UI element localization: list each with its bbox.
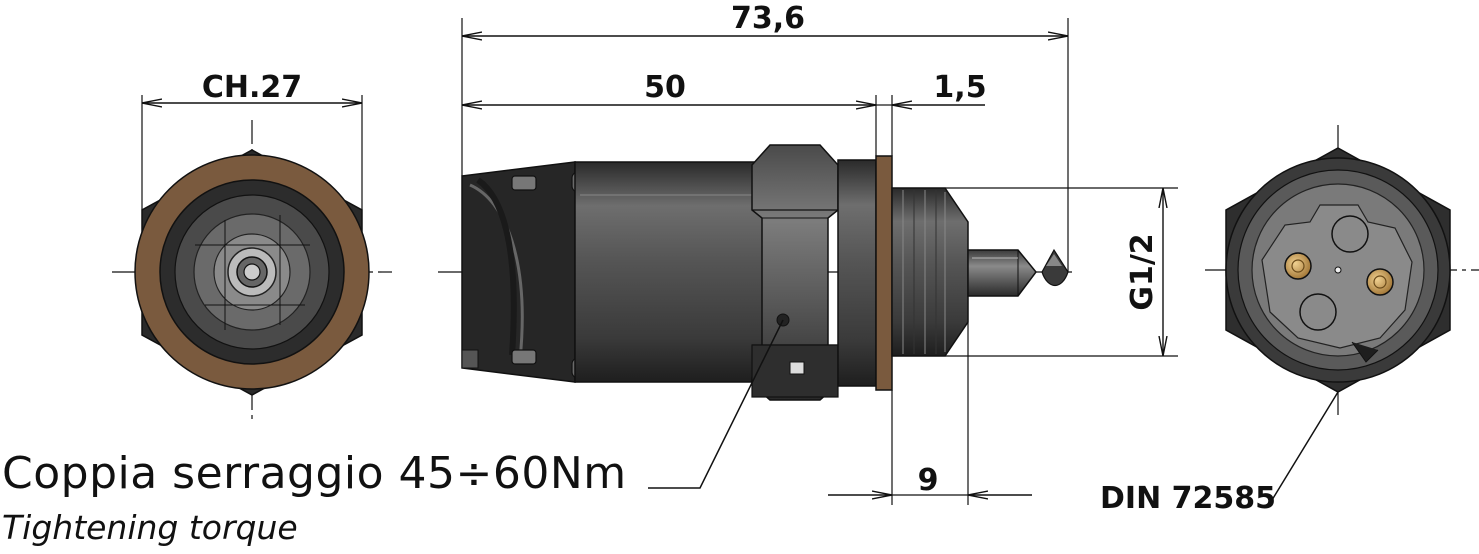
tightening-torque-note: Coppia serraggio 45÷60Nm bbox=[2, 448, 627, 499]
body-length-label: 50 bbox=[644, 70, 686, 105]
connector-pin-face-view bbox=[1205, 125, 1479, 501]
connector-side-view bbox=[438, 144, 1072, 401]
hex-end-view bbox=[112, 95, 392, 420]
hex-dimension-label: CH.27 bbox=[202, 70, 302, 105]
thread-length-label: 9 bbox=[918, 463, 939, 498]
thread-size-label: G1/2 bbox=[1125, 233, 1160, 310]
side-view-dimensions bbox=[461, 18, 1178, 505]
din-standard-label: DIN 72585 bbox=[1100, 481, 1276, 516]
flange-thickness-label: 1,5 bbox=[933, 70, 986, 105]
tightening-torque-translation: Tightening torque bbox=[2, 508, 298, 547]
overall-length-label: 73,6 bbox=[731, 1, 805, 36]
